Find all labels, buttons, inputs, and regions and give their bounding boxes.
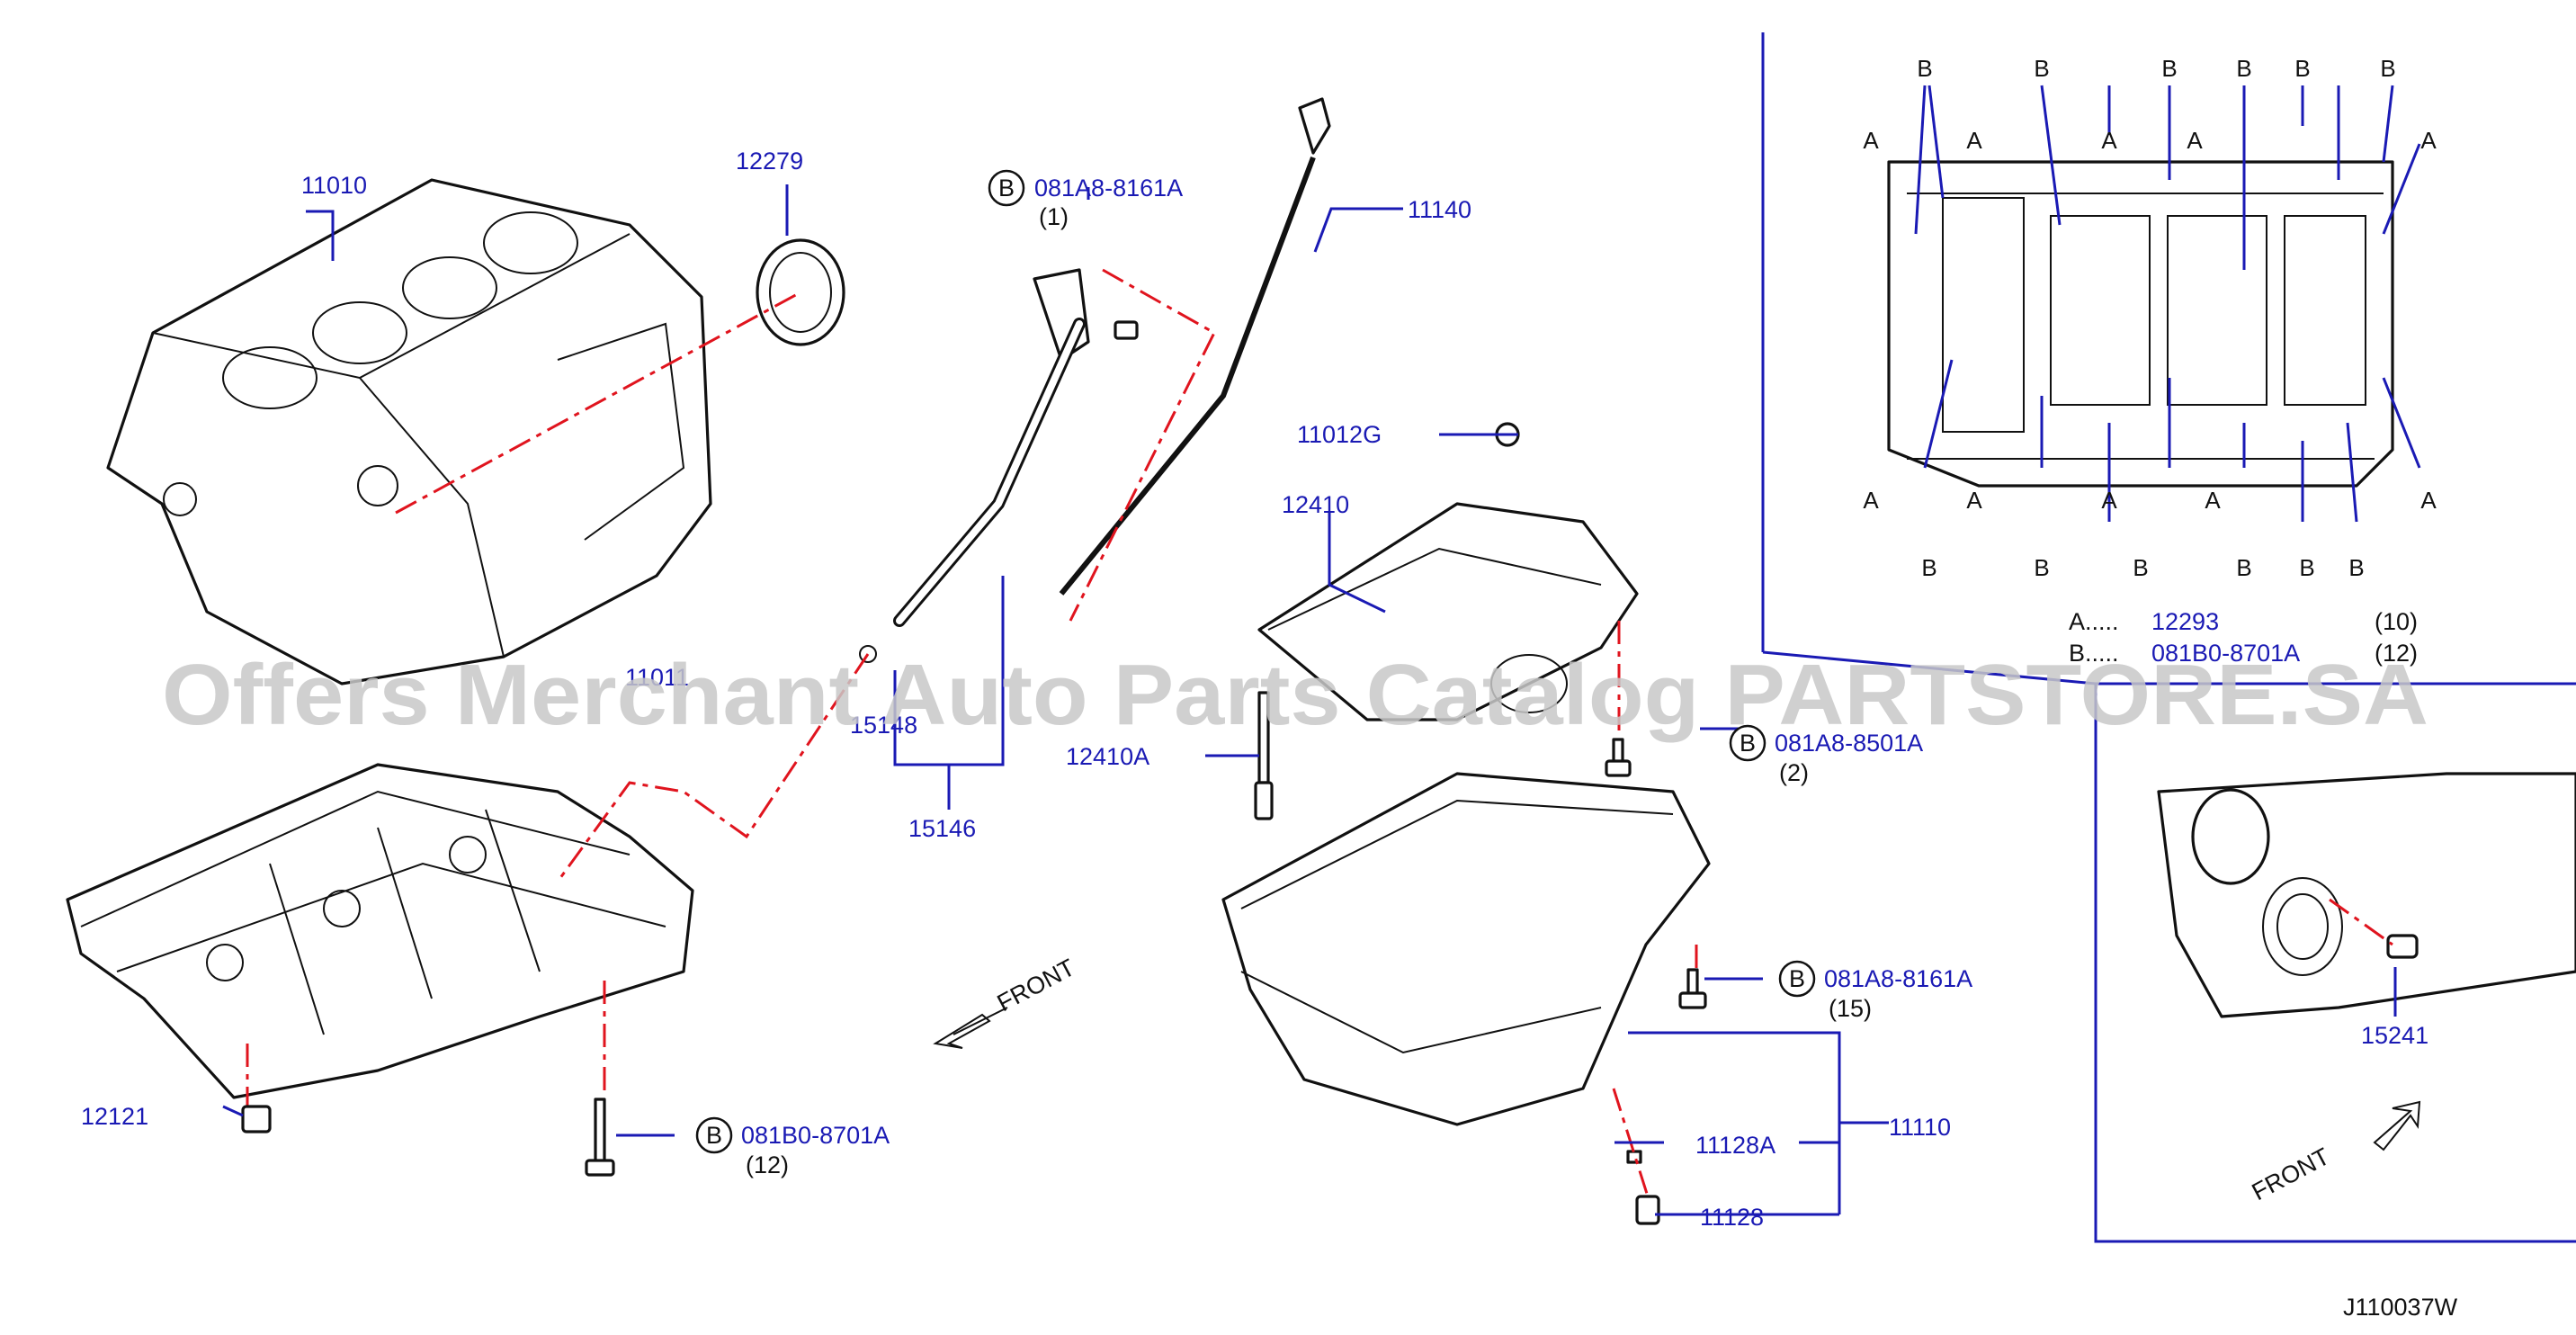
- oil-seal-drawing: [756, 238, 845, 346]
- svg-text:B: B: [1921, 554, 1936, 581]
- legend-key-a: A.....: [2069, 608, 2119, 635]
- label-15146: 15146: [908, 815, 976, 842]
- legend-part-a: 12293: [2151, 608, 2219, 635]
- svg-text:B: B: [2236, 55, 2251, 82]
- label-12121: 12121: [81, 1103, 148, 1130]
- bolt-symbol-icon: [695, 169, 1816, 1154]
- bolt-symbol-2: B: [1740, 730, 1756, 757]
- bolt-drawings: [241, 738, 1707, 1177]
- bolt-code-4: 081B0-8701A: [741, 1122, 890, 1149]
- label-11011: 11011: [625, 664, 689, 691]
- watermark-text: Offers Merchant Auto Parts Catalog PARTS…: [162, 647, 2428, 743]
- gauge-guide-drawing: [859, 268, 1139, 663]
- svg-text:B: B: [2236, 554, 2251, 581]
- svg-text:A: A: [2101, 487, 2117, 514]
- label-11110: 11110: [1889, 1114, 1951, 1141]
- oil-pump-drawing: [1257, 422, 1639, 784]
- bolt-symbol-4: B: [706, 1122, 722, 1149]
- oil-pan-drawing: [1221, 772, 1711, 1225]
- lower-block-drawing: [66, 763, 694, 1099]
- detail-leader-lines: [1914, 85, 2421, 523]
- front-arrow-icon: [2373, 1100, 2421, 1151]
- label-12410a: 12410A: [1066, 743, 1149, 770]
- front-arrow-icon: [933, 1007, 1008, 1049]
- bolt-qty-3: (15): [1829, 995, 1872, 1022]
- oil-gauge-drawing: [1059, 97, 1331, 596]
- label-11010: 11010: [301, 172, 367, 199]
- svg-text:A: A: [2101, 127, 2117, 154]
- legend-qty-b: (12): [2375, 640, 2418, 667]
- label-12279: 12279: [736, 148, 803, 175]
- label-11012g: 11012G: [1297, 421, 1382, 448]
- detail-letters: B B B B B B A A A A A A A A A A B B B B …: [1863, 55, 2437, 581]
- legend-part-b: 081B0-8701A: [2151, 640, 2300, 667]
- svg-text:B: B: [2380, 55, 2395, 82]
- svg-text:B: B: [2299, 554, 2314, 581]
- front-label-1: FRONT: [993, 954, 1079, 1017]
- sensor-detail-drawing: [2157, 772, 2576, 1018]
- label-12410: 12410: [1282, 491, 1349, 518]
- svg-text:B: B: [2294, 55, 2310, 82]
- svg-text:A: A: [2420, 127, 2437, 154]
- legend: A..... 12293 (10) B..... 081B0-8701A (12…: [2069, 608, 2418, 667]
- label-15241: 15241: [2361, 1022, 2428, 1049]
- svg-text:B: B: [2034, 554, 2049, 581]
- bolt-code-1: 081A8-8161A: [1034, 175, 1183, 202]
- leader-lines: [222, 184, 2397, 1216]
- svg-text:B: B: [2161, 55, 2177, 82]
- legend-qty-a: (10): [2375, 608, 2418, 635]
- svg-text:A: A: [2420, 487, 2437, 514]
- block-detail-drawing: [1887, 160, 2394, 488]
- svg-text:B: B: [2034, 55, 2049, 82]
- cylinder-block-drawing: [106, 178, 712, 685]
- svg-text:A: A: [1966, 487, 1982, 514]
- bolt-code-2: 081A8-8501A: [1775, 730, 1923, 757]
- svg-text:A: A: [2187, 127, 2203, 154]
- bolt-qty-4: (12): [746, 1151, 789, 1178]
- front-label-2: FRONT: [2248, 1142, 2334, 1205]
- bolt-qty-1: (1): [1039, 203, 1069, 230]
- bolt-code-3: 081A8-8161A: [1824, 965, 1972, 992]
- svg-text:B: B: [2348, 554, 2364, 581]
- bolt-symbol-3: B: [1789, 965, 1805, 992]
- bolt-qty-2: (2): [1779, 759, 1809, 786]
- legend-key-b: B.....: [2069, 640, 2119, 667]
- diagram-code: J110037W: [2343, 1294, 2458, 1321]
- label-11128: 11128: [1700, 1204, 1764, 1231]
- svg-text:A: A: [1863, 487, 1879, 514]
- svg-text:B: B: [2133, 554, 2148, 581]
- label-15148: 15148: [850, 712, 917, 739]
- panel-frames: [1761, 32, 2576, 1243]
- svg-text:B: B: [1917, 55, 1932, 82]
- svg-text:A: A: [1966, 127, 1982, 154]
- svg-text:A: A: [2205, 487, 2221, 514]
- label-11140: 11140: [1408, 196, 1471, 223]
- bolt-symbol-1: B: [998, 175, 1015, 202]
- label-11128a: 11128A: [1695, 1132, 1775, 1159]
- svg-text:A: A: [1863, 127, 1879, 154]
